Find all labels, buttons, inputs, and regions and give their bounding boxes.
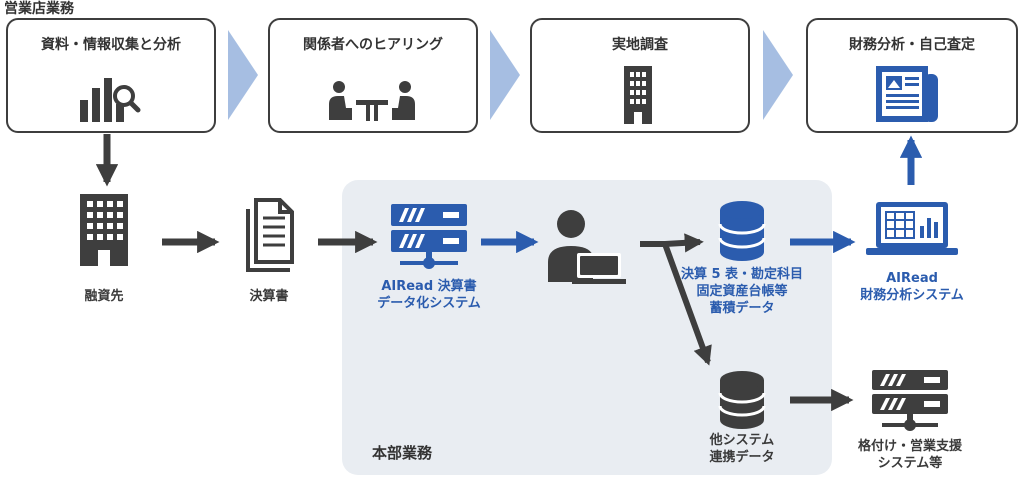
airead-ocr-label-line1: AIRead 決算書 (381, 279, 477, 294)
chart-magnifier-icon (80, 78, 141, 122)
document-stack-icon (246, 198, 294, 272)
airead-fin-label-line2: 財務分析システム (860, 288, 964, 303)
operator-icon (548, 210, 626, 284)
building-icon (624, 66, 652, 124)
step-box-hearing: 関係者へのヒアリング (268, 18, 478, 133)
airead-fin-label: AIRead 財務分析システム (860, 270, 964, 304)
step-label: 資料・情報収集と分析 (41, 37, 181, 53)
rating-system-label-line1: 格付け・営業支援 (857, 439, 963, 454)
other-data-label: 他システム 連携データ (709, 432, 774, 466)
step-label: 実地調査 (612, 37, 668, 53)
arrow-operator-to-other-data (640, 241, 712, 366)
airead-fin-label-line1: AIRead (886, 271, 938, 286)
chevron-arrow (490, 30, 520, 120)
other-data-label-line2: 連携データ (709, 450, 775, 465)
stored-data-label-line1: 決算 5 表・勘定科目 (680, 267, 804, 282)
laptop-spreadsheet-icon (866, 202, 958, 255)
rating-server-icon (872, 370, 948, 431)
server-icon (391, 204, 467, 269)
borrower-building-icon (80, 194, 128, 266)
database-icon (718, 201, 766, 261)
meeting-icon (329, 81, 415, 121)
statements-label: 決算書 (249, 289, 289, 304)
step-label: 財務分析・自己査定 (849, 37, 975, 53)
headquarters-label: 本部業務 (372, 444, 433, 462)
borrower-label: 融資先 (84, 289, 124, 304)
other-database-icon (718, 371, 766, 429)
other-data-label-line1: 他システム (709, 433, 775, 448)
stored-data-label-line3: 蓄積データ (709, 301, 775, 316)
rating-system-label: 格付け・営業支援 システム等 (858, 438, 962, 472)
stored-data-label-line2: 固定資産台帳等 (696, 284, 788, 299)
stored-data-label: 決算 5 表・勘定科目 固定資産台帳等 蓄積データ (681, 266, 803, 317)
report-document-icon (876, 66, 938, 122)
rating-system-label-line2: システム等 (877, 456, 943, 471)
chevron-arrow (763, 30, 793, 120)
chevron-arrow (228, 30, 258, 120)
airead-ocr-label-line2: データ化システム (377, 296, 481, 311)
branch-operations-label: 営業店業務 (4, 1, 74, 17)
airead-ocr-label: AIRead 決算書 データ化システム (377, 278, 481, 312)
step-label: 関係者へのヒアリング (303, 37, 443, 53)
